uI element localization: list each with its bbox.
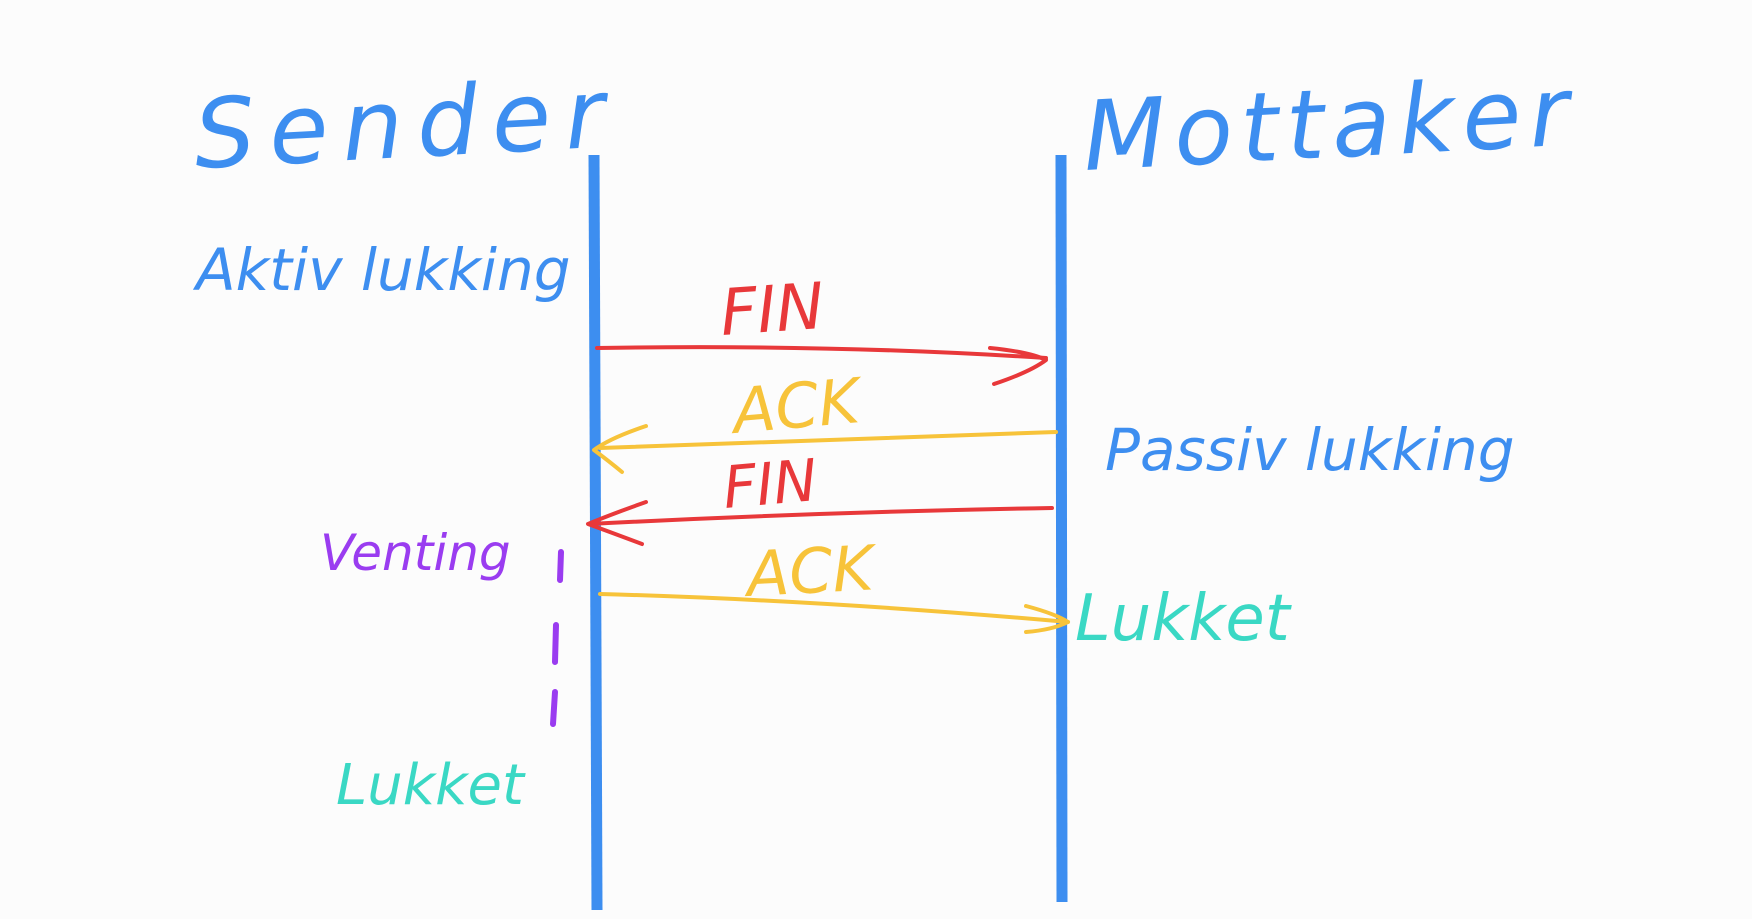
- active-close-label: Aktiv lukking: [192, 236, 571, 304]
- arrowhead-icon: [592, 424, 648, 474]
- sender-lifeline: [588, 154, 603, 911]
- message-ack-2: ACK: [598, 531, 1070, 634]
- message-arrow-line: [588, 506, 1054, 526]
- waiting-dashed-line: [550, 549, 564, 727]
- message-fin-1: FIN: [595, 270, 1048, 386]
- receiver-closed-label: Lukket: [1075, 582, 1293, 656]
- passive-close-label: Passiv lukking: [1105, 416, 1515, 484]
- receiver-title: Mottaker: [1080, 55, 1579, 193]
- message-arrow-line: [595, 345, 1048, 360]
- message-label: ACK: [726, 364, 867, 448]
- receiver-lifeline: [1055, 154, 1068, 903]
- message-label: ACK: [741, 531, 879, 611]
- waiting-label: Venting: [320, 524, 511, 582]
- message-ack-1: ACK: [592, 364, 1058, 474]
- arrowhead-icon: [1024, 604, 1070, 634]
- message-label: FIN: [720, 446, 819, 522]
- message-arrow-line: [598, 430, 1058, 450]
- sender-title: Sender: [191, 57, 621, 191]
- message-fin-2: FIN: [586, 446, 1054, 546]
- arrowhead-icon: [988, 346, 1048, 386]
- message-arrow-line: [598, 592, 1070, 624]
- arrowhead-icon: [586, 500, 648, 546]
- message-label: FIN: [718, 270, 826, 351]
- sender-closed-label: Lukket: [336, 753, 526, 818]
